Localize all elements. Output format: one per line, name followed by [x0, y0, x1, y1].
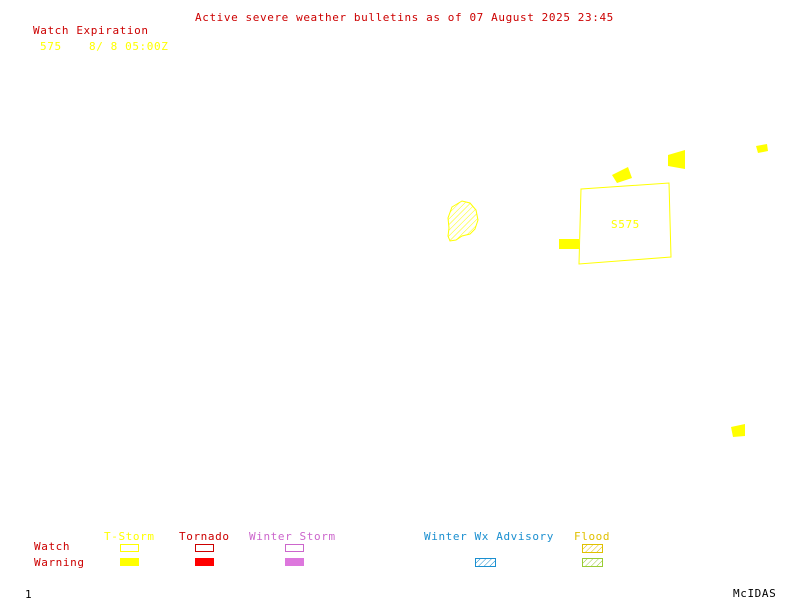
legend-label-flood: Flood	[574, 530, 611, 543]
legend-label-winter-storm: Winter Storm	[249, 530, 336, 543]
tstorm-warning-polygon	[559, 239, 580, 249]
legend-row-label-watch: Watch	[34, 540, 71, 553]
watch-expiration-id: 575	[40, 40, 62, 53]
watch-575-label: S575	[611, 218, 640, 231]
frame-number: 1	[25, 588, 33, 601]
tstorm-warning-polygon	[731, 424, 745, 437]
legend-flood-watch-swatch	[582, 544, 603, 553]
legend-tornado-warning-swatch	[195, 558, 214, 566]
watch-expiration-time: 8/ 8 05:00Z	[89, 40, 169, 53]
watch-expiration-heading: Watch Expiration	[33, 24, 149, 37]
legend-tstorm-warning-swatch	[120, 558, 139, 566]
legend-label-winter-wx-advisory: Winter Wx Advisory	[424, 530, 555, 543]
legend-tornado-watch-swatch	[195, 544, 214, 552]
tstorm-warning-polygon	[668, 150, 685, 169]
legend-label-tornado: Tornado	[179, 530, 230, 543]
bulletin-title: Active severe weather bulletins as of 07…	[195, 11, 614, 24]
legend-flood-warning-swatch	[582, 558, 603, 567]
tstorm-warning-polygon	[612, 167, 632, 183]
legend-winter-storm-warning-swatch	[285, 558, 304, 566]
watch-575-area	[578, 182, 672, 265]
legend-tstorm-watch-swatch	[120, 544, 139, 552]
legend-row-label-warning: Warning	[34, 556, 85, 569]
mcidas-brand: McIDAS	[733, 587, 777, 600]
hatched-warning-area	[447, 200, 479, 242]
legend-winter-wx-advisory-swatch	[475, 558, 496, 567]
legend-winter-storm-watch-swatch	[285, 544, 304, 552]
tstorm-warning-polygon	[756, 144, 768, 153]
legend-label-tstorm: T-Storm	[104, 530, 155, 543]
